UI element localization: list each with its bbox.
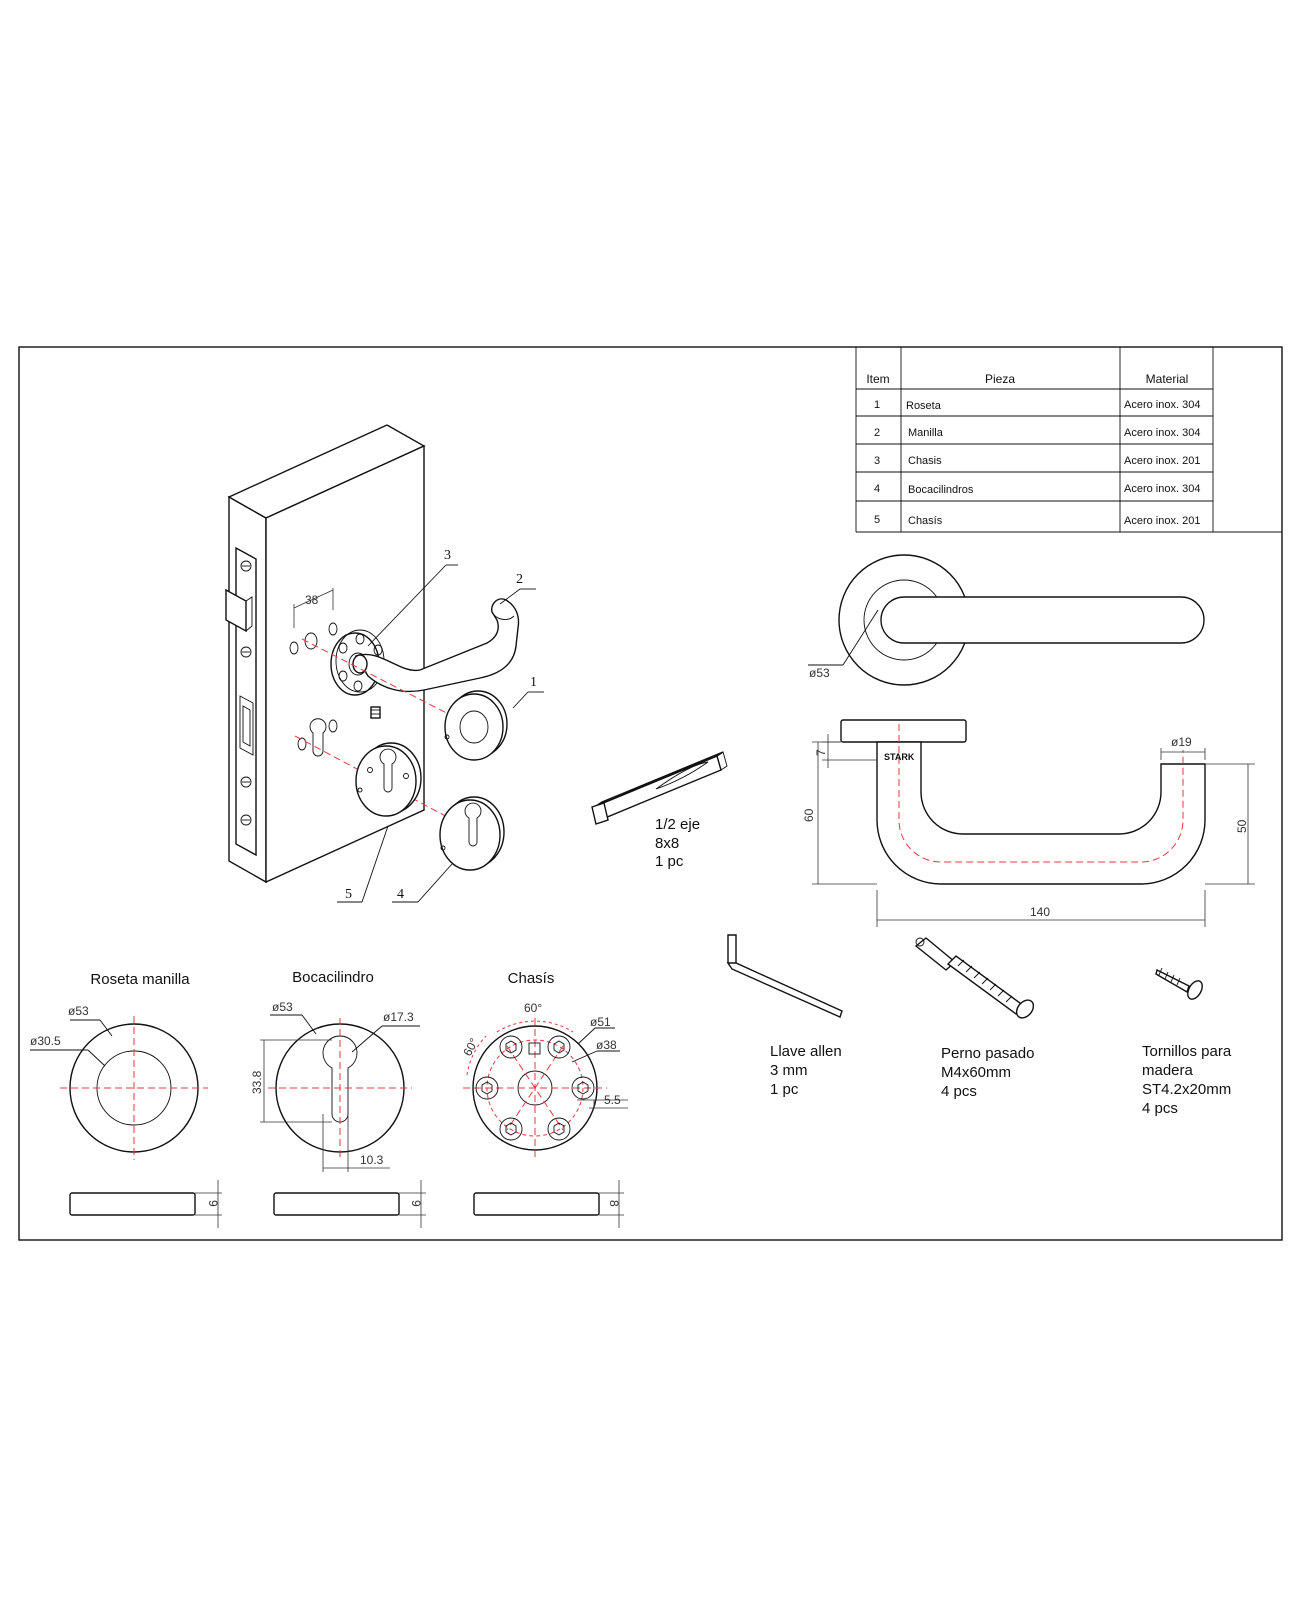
roseta-manilla-view: Roseta manilla ø53 ø30.5 9 [30,971,222,1228]
roseta-thickness: 9 [206,1200,220,1207]
table-cell-item: 5 [874,514,880,526]
tornillos-label-line1: Tornillos para [1142,1043,1232,1060]
chasis-d5-5: 5.5 [604,1093,621,1107]
roseta-d53: ø53 [68,1004,89,1018]
chasis-thickness: 8 [607,1200,621,1207]
connecting-bolt-icon [914,937,1035,1019]
callout-2: 2 [516,572,523,587]
callout-5: 5 [345,887,352,902]
chasis-screw-boss-icon [475,1035,595,1141]
bocacilindro-w10-3: 10.3 [360,1153,384,1167]
bocacilindro-d53: ø53 [272,1000,293,1014]
table-cell-item: 4 [874,483,880,495]
dimension-d19: ø19 [1171,735,1192,749]
table-cell-item: 3 [874,455,880,467]
dimension-50: 50 [1235,819,1249,833]
chasis-view: Chasís 60° 60° ø51 ø38 5.5 8 [460,970,628,1228]
allen-key-view: Llave allen 3 mm 1 pc [726,934,843,1098]
tornillos-label-line4: 4 pcs [1142,1100,1178,1117]
callout-4: 4 [397,887,404,902]
allen-label-line1: Llave allen [770,1043,842,1060]
table-cell-material: Acero inox. 201 [1124,455,1200,467]
table-cell-pieza: Manilla [908,427,944,439]
bocacilindro-thickness: 9 [409,1200,423,1207]
spindle-label-line3: 1 pc [655,853,684,870]
dimension-7: 7 [814,749,828,756]
parts-table: Item Pieza Material 1 Roseta Acero inox.… [855,347,1282,533]
tornillos-label-line3: ST4.2x20mm [1142,1081,1231,1098]
table-cell-material: Acero inox. 304 [1124,483,1200,495]
tornillos-label-line2: madera [1142,1062,1194,1079]
bocacilindro-title: Bocacilindro [292,969,374,986]
dimension-140: 140 [1030,905,1050,919]
cylinder-hole [309,718,327,757]
tornillos-view: Tornillos para madera ST4.2x20mm 4 pcs [1142,967,1232,1117]
spindle-label-line2: 8x8 [655,835,679,852]
chasis-angle-left: 60° [460,1036,481,1059]
roseta-title: Roseta manilla [90,971,190,988]
chasis-d38: ø38 [596,1038,617,1052]
bocacilindro-d17-3: ø17.3 [383,1010,414,1024]
spindle-view: 1/2 eje 8x8 1 pc [591,751,728,870]
allen-key-icon [726,934,843,1018]
roseta-d30-5: ø30.5 [30,1034,61,1048]
table-cell-pieza: Chasís [908,515,943,527]
table-header-pieza: Pieza [985,372,1015,386]
table-cell-material: Acero inox. 304 [1124,427,1200,439]
table-header-item: Item [866,372,889,386]
perno-view: Perno pasado M4x60mm 4 pcs [914,937,1035,1100]
lever-profile [876,741,1206,885]
callout-1: 1 [530,675,537,690]
faceplate-screw-icon [240,560,252,826]
table-cell-pieza: Roseta [906,400,942,412]
allen-label-line3: 1 pc [770,1081,799,1098]
perno-label-line3: 4 pcs [941,1083,977,1100]
table-cell-pieza: Bocacilindros [908,484,974,496]
wood-screw-icon [1155,967,1203,1000]
callout-3: 3 [444,548,451,563]
spindle-label-line1: 1/2 eje [655,816,700,833]
lock-faceplate [235,546,257,857]
bocacilindro-h33-8: 33.8 [250,1070,264,1094]
chasis-angle-top: 60° [524,1001,542,1015]
assembly-view: 38 [225,424,544,903]
dimension-d53-top: ø53 [809,666,830,680]
dimension-60: 60 [802,808,816,822]
table-cell-pieza: Chasis [908,455,942,467]
perno-label-line1: Perno pasado [941,1045,1034,1062]
brand-mark: STARK [884,752,915,762]
table-cell-item: 2 [874,427,880,439]
deadbolt-slot [239,695,254,756]
handle-side-view: STARK 7 60 50 140 ø19 [802,719,1255,927]
chasis-title: Chasís [508,970,555,987]
bocacilindro-view: Bocacilindro ø53 ø17.3 33.8 10.3 9 [250,969,426,1228]
perno-label-line2: M4x60mm [941,1064,1011,1081]
allen-label-line2: 3 mm [770,1062,808,1079]
table-cell-item: 1 [874,399,880,411]
handle-top-view: ø53 [808,554,1205,686]
drawing-frame [18,346,1283,1241]
table-header-material: Material [1146,372,1189,386]
grub-screw-icon [370,706,381,719]
table-cell-material: Acero inox. 304 [1124,399,1200,411]
table-cell-material: Acero inox. 201 [1124,515,1200,527]
dimension-38: 38 [305,593,319,607]
chasis-d51: ø51 [590,1015,611,1029]
